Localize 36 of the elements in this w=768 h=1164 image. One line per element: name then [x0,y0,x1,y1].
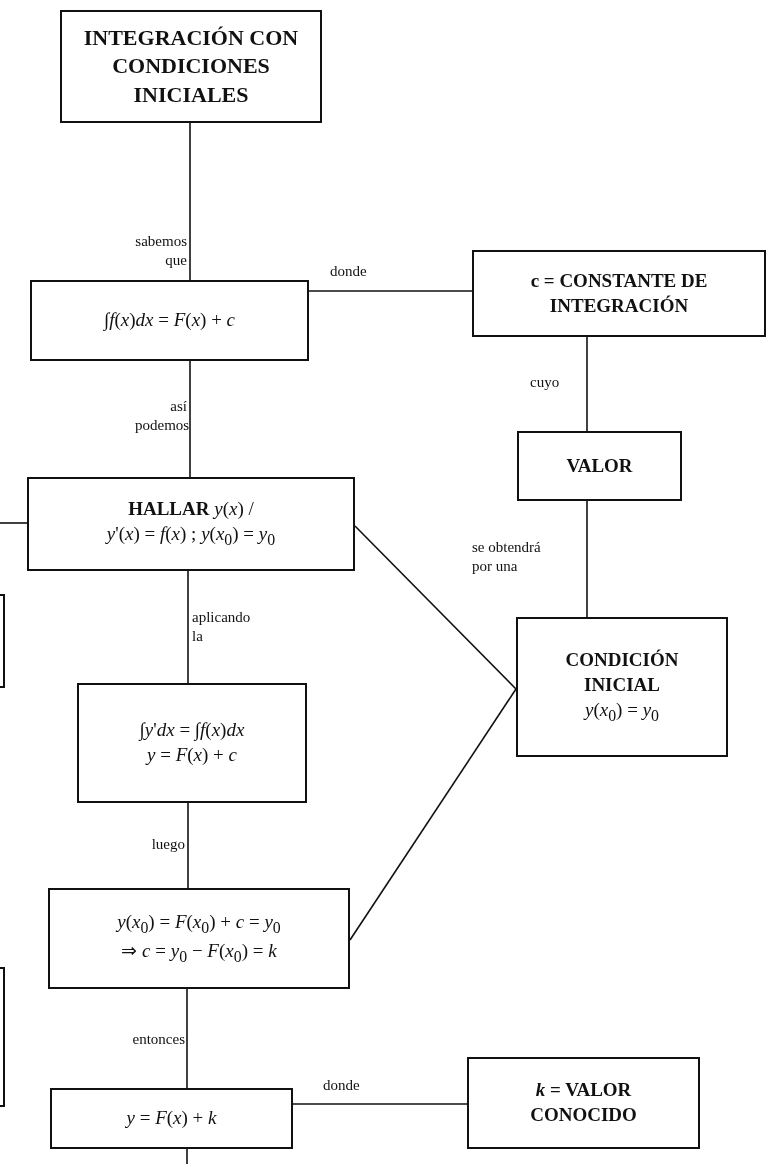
connector-line [308,290,473,292]
box-text: c = CONSTANTE DE INTEGRACIÓN [529,268,709,318]
box-text: y = F(x) + c [147,743,237,767]
formula-box [77,683,307,803]
box-text: y = F(x) + k [126,1106,217,1131]
concept-box [516,617,728,757]
connector-line [189,360,191,478]
box-text: INTEGRACIÓN CON CONDICIONES INICIALES [82,23,300,109]
formula-box [48,888,350,989]
connector-line [586,500,588,618]
formula-box [30,280,309,361]
box-text: ∫f(x)dx = F(x) + c [103,308,236,333]
concept-box [517,431,682,501]
box-text: y(x$_{0}$) = F(x$_{0}$) + c = y$_{0}$ [117,910,281,938]
connector-line [186,988,188,1089]
box-text: k = VALOR CONOCIDO [529,1078,638,1127]
box-text: ⇒ c = y$_{0}$ − F(x$_{0}$) = k [121,938,277,967]
box-text: y(x$_{0}$) = y$_{0}$ [585,697,659,726]
connector-line [349,688,517,941]
connector-line [187,802,189,889]
title-box [60,10,322,123]
connector-line [187,570,189,684]
box-text: VALOR [566,453,633,478]
concept-box [472,250,766,337]
concept-box [467,1057,700,1149]
connector-line [186,1148,188,1164]
formula-box [50,1088,293,1149]
process-box [27,477,355,571]
box-text: y'(x) = f(x) ; y(x$_{0}$) = y$_{0}$ [106,522,276,550]
connector-line [189,122,191,281]
connector-line [0,522,28,524]
connector-line [586,336,588,432]
box-text: HALLAR y(x) / [128,497,254,522]
box-text: ∫y'dx = ∫f(x)dx [139,718,245,743]
connector-line [292,1103,468,1105]
connector-line [354,525,517,690]
